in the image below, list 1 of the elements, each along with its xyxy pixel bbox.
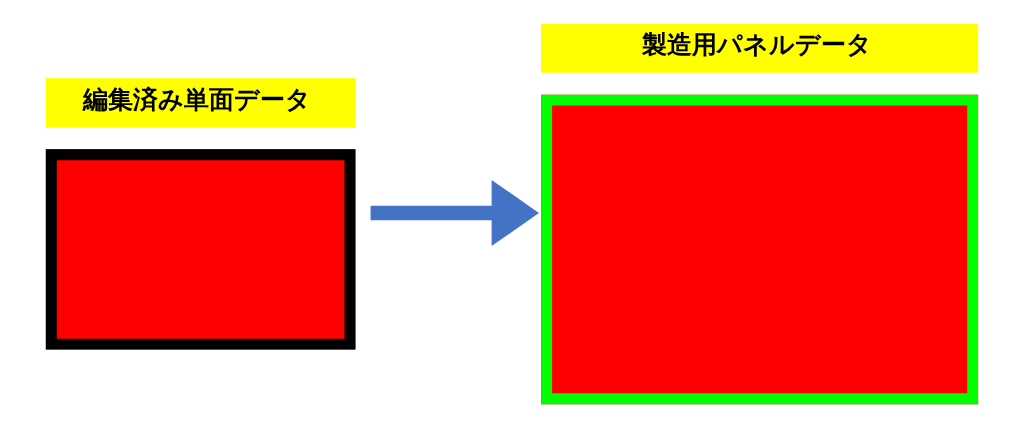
arrow [370, 179, 539, 247]
